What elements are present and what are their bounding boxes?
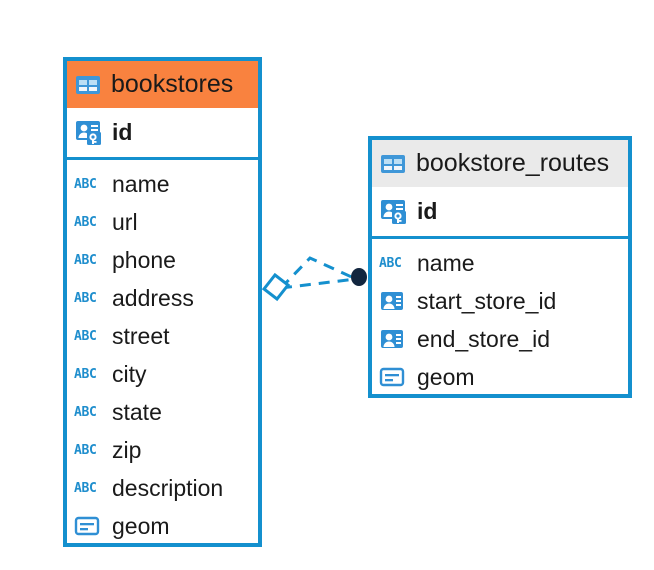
field-block-bookstores: ABC name ABC url ABC phone ABC address A… bbox=[67, 160, 258, 545]
entity-header-bookstore-routes[interactable]: bookstore_routes bbox=[372, 140, 628, 187]
abc-icon: ABC bbox=[74, 214, 97, 230]
entity-title-bookstores: bookstores bbox=[111, 70, 234, 98]
entity-header-bookstores[interactable]: bookstores bbox=[67, 61, 258, 108]
abc-icon: ABC bbox=[74, 328, 97, 344]
field-row-name[interactable]: ABC name bbox=[67, 165, 258, 203]
abc-icon: ABC bbox=[74, 404, 97, 420]
relationship-line-lower bbox=[280, 277, 357, 290]
field-row-city[interactable]: ABC city bbox=[67, 355, 258, 393]
field-row-state[interactable]: ABC state bbox=[67, 393, 258, 431]
field-label-url: url bbox=[112, 208, 138, 235]
foreign-key-icon bbox=[379, 290, 409, 312]
abc-icon: ABC bbox=[74, 252, 97, 268]
field-row-start-store-id[interactable]: start_store_id bbox=[372, 282, 628, 320]
field-label-end-store-id: end_store_id bbox=[417, 325, 550, 352]
entity-table-bookstore-routes[interactable]: bookstore_routes bbox=[368, 136, 632, 398]
field-label-geom: geom bbox=[112, 512, 170, 539]
field-row-geom[interactable]: geom bbox=[67, 507, 258, 545]
filled-circle-endpoint-icon bbox=[351, 268, 367, 286]
relationship-line-upper bbox=[279, 256, 357, 290]
abc-icon: ABC bbox=[74, 176, 97, 192]
field-label-description: description bbox=[112, 474, 224, 501]
abc-icon: ABC bbox=[74, 290, 97, 306]
abc-icon: ABC bbox=[74, 366, 97, 382]
field-label-city: city bbox=[112, 360, 147, 387]
table-icon bbox=[74, 73, 102, 97]
field-row-name[interactable]: ABC name bbox=[372, 244, 628, 282]
field-row-geom[interactable]: geom bbox=[372, 358, 628, 396]
field-label-address: address bbox=[112, 284, 194, 311]
field-row-id[interactable]: id bbox=[67, 113, 258, 151]
field-block-bookstore-routes: ABC name start_store_id bbox=[372, 239, 628, 396]
field-label-geom: geom bbox=[417, 363, 475, 390]
field-label-name: name bbox=[112, 170, 170, 197]
field-label-start-store-id: start_store_id bbox=[417, 287, 557, 314]
field-row-id[interactable]: id bbox=[372, 192, 628, 230]
field-label-street: street bbox=[112, 322, 170, 349]
field-row-description[interactable]: ABC description bbox=[67, 469, 258, 507]
field-label-name: name bbox=[417, 249, 475, 276]
geometry-icon bbox=[74, 515, 104, 537]
geometry-icon bbox=[379, 366, 409, 388]
field-label-id: id bbox=[112, 118, 133, 145]
field-row-street[interactable]: ABC street bbox=[67, 317, 258, 355]
field-label-phone: phone bbox=[112, 246, 176, 273]
field-label-state: state bbox=[112, 398, 162, 425]
diamond-endpoint-icon bbox=[261, 272, 291, 302]
abc-icon: ABC bbox=[74, 480, 97, 496]
field-label-zip: zip bbox=[112, 436, 142, 463]
field-label-id: id bbox=[417, 197, 438, 224]
entity-table-bookstores[interactable]: bookstores id bbox=[63, 57, 262, 547]
primary-key-icon bbox=[379, 197, 409, 225]
primary-key-block-bookstore-routes: id bbox=[372, 187, 628, 239]
entity-title-bookstore-routes: bookstore_routes bbox=[416, 149, 610, 177]
field-row-phone[interactable]: ABC phone bbox=[67, 241, 258, 279]
field-row-address[interactable]: ABC address bbox=[67, 279, 258, 317]
abc-icon: ABC bbox=[74, 442, 97, 458]
field-row-url[interactable]: ABC url bbox=[67, 203, 258, 241]
primary-key-icon bbox=[74, 118, 104, 146]
abc-icon: ABC bbox=[379, 255, 402, 271]
field-row-end-store-id[interactable]: end_store_id bbox=[372, 320, 628, 358]
field-row-zip[interactable]: ABC zip bbox=[67, 431, 258, 469]
foreign-key-icon bbox=[379, 328, 409, 350]
table-icon bbox=[379, 152, 407, 176]
primary-key-block-bookstores: id bbox=[67, 108, 258, 160]
